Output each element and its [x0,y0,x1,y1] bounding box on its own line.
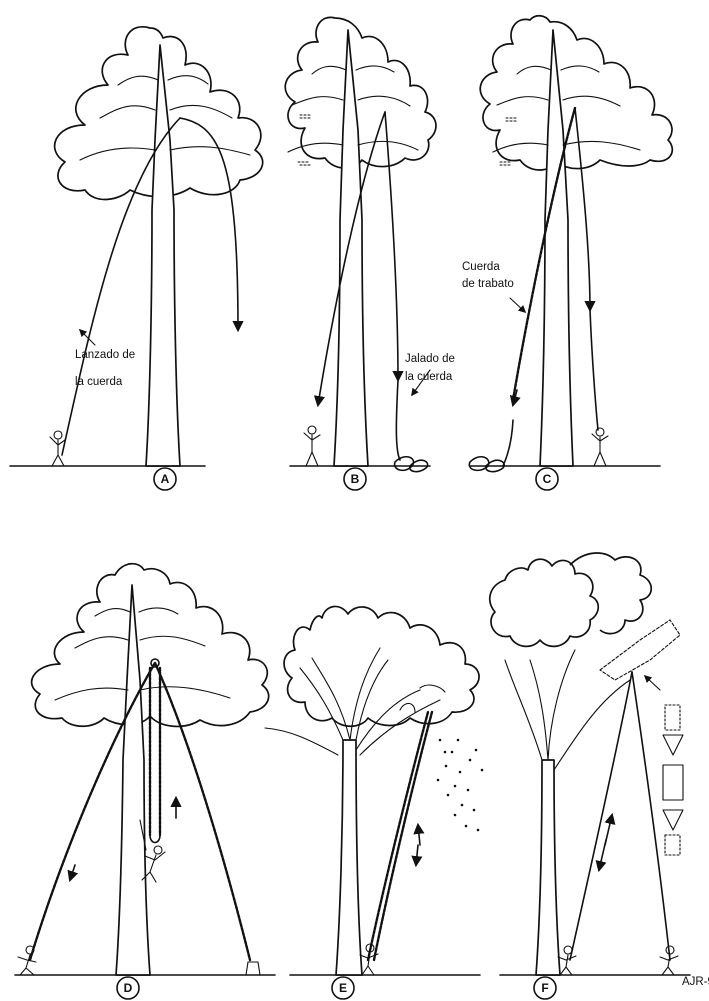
panel-letter-b: B [351,472,360,486]
tree-crown [480,16,672,170]
panel-d: D [15,564,275,999]
climber-figure [592,428,608,466]
label-line-1: Lanzado de [75,349,135,361]
tree-trunk [336,740,362,975]
label-line-2: la cuerda [75,376,123,388]
rope-coil [395,457,428,472]
tree-crown [284,606,479,726]
label-line-2: la cuerda [405,371,453,383]
panel-b: Jalado de la cuerda B [285,17,455,490]
panel-f: F [490,553,690,999]
tree-trunk [536,760,560,975]
panel-a: Lanzado de la cuerda A [10,27,263,490]
label-line-1: Cuerda [462,261,500,273]
climber-figure [558,946,576,975]
panel-letter-d: D [124,981,133,995]
climber-figure [304,426,320,466]
label-line-2: de trabato [462,278,514,290]
rope-coil [469,420,513,472]
panel-letter-a: A [161,472,170,486]
climbing-rope [374,712,432,960]
anchor-stake [246,962,260,975]
artist-signature: AJR-9 [682,976,709,988]
panel-letter-c: C [543,472,552,486]
rope-line [396,380,400,460]
rope-loop [150,835,160,843]
panel-c: Cuerda de trabato C [462,16,672,490]
rope-line [590,310,598,430]
falling-debris [437,739,484,832]
tree-crown [490,553,651,646]
rope-detail-inset [663,705,683,855]
anchor-rope [632,672,670,960]
panel-letter-e: E [339,981,347,995]
label-line-1: Jalado de [405,353,455,365]
panel-e: E [265,606,483,999]
anchor-rope [570,672,632,960]
panel-letter-f: F [541,981,548,995]
